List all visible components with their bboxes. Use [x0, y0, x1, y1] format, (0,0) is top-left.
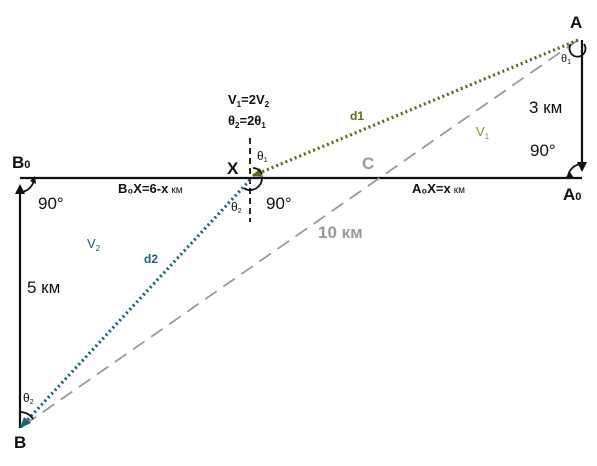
- right-angle-label-b0: 90°: [38, 194, 64, 213]
- point-b-label: B: [14, 433, 26, 452]
- v1-label: V1: [476, 124, 490, 141]
- angle-arc-a: [568, 43, 587, 58]
- theta1-label-x: θ1: [257, 149, 268, 164]
- right-angle-arc-x: [249, 177, 263, 191]
- point-a-label: A: [570, 13, 582, 32]
- hypotenuse-ab: [19, 39, 579, 429]
- angle-relation: θ2=2θ1: [228, 113, 266, 130]
- right-angle-label-a0: 90°: [530, 141, 556, 160]
- v2-label: V2: [87, 236, 101, 253]
- path-d1: [251, 38, 579, 178]
- ab-length-label: 10 км: [318, 223, 363, 242]
- point-x-label: X: [227, 159, 239, 178]
- theta2-label-x: θ2: [231, 200, 242, 215]
- point-c-label: C: [362, 154, 374, 173]
- theta1-label-a: θ1: [561, 53, 571, 66]
- point-a0-label: A0: [563, 185, 581, 204]
- path-d2-arrowhead: [20, 417, 31, 428]
- point-b0-label: B0: [12, 153, 30, 172]
- d1-label: d1: [350, 109, 364, 123]
- theta2-label-b: θ2: [23, 391, 34, 406]
- angle-arc-b: [19, 411, 34, 420]
- velocity-relation: V1=2V2: [228, 92, 270, 109]
- right-angle-label-x: 90°: [266, 194, 292, 213]
- path-d2: [18, 178, 252, 430]
- bb0-length-label: 5 км: [27, 278, 60, 297]
- aa0-length-label: 3 км: [529, 98, 562, 117]
- angle-arc-x-upper: [252, 167, 263, 175]
- arc-arrow-b0: [30, 176, 36, 184]
- d2-label: d2: [144, 252, 158, 266]
- arc-arrow-a0: [566, 172, 574, 178]
